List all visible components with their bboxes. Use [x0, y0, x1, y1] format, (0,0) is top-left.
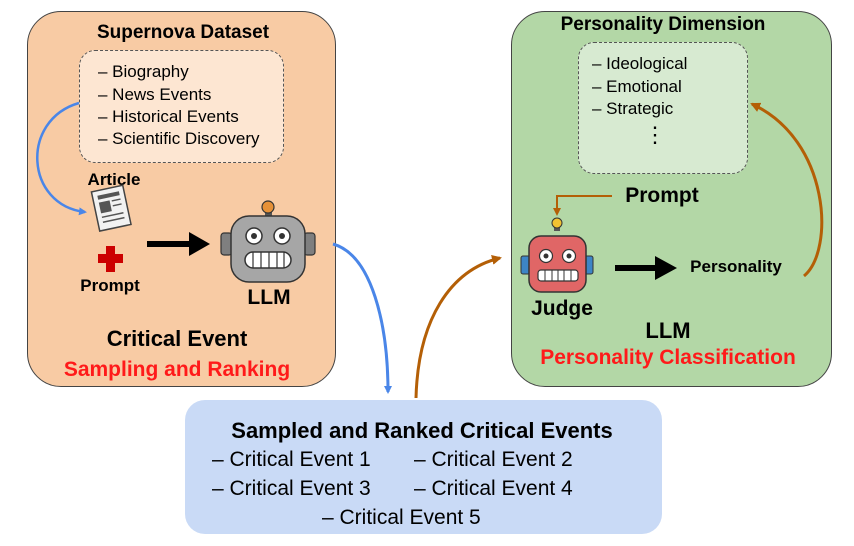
personality-to-dimension-arrow — [750, 102, 824, 278]
prompt-to-judge-arrow — [553, 195, 612, 216]
judge-to-personality-arrow — [615, 256, 677, 280]
critical-event-item: – Critical Event 3 — [212, 477, 371, 500]
source-to-article-arrow — [36, 101, 87, 216]
dataset-title: Supernova Dataset — [96, 22, 270, 43]
source-item: – Historical Events — [98, 107, 239, 126]
source-item: – Scientific Discovery — [98, 129, 260, 148]
critical-event-item: – Critical Event 2 — [414, 448, 573, 471]
events-to-judge-arrow — [414, 255, 502, 399]
source-item: – News Events — [98, 85, 212, 104]
judge-label: Judge — [531, 297, 593, 320]
dimension-ellipsis: ⋮ — [644, 122, 666, 147]
article-label: Article — [87, 170, 141, 189]
newspaper-icon — [90, 184, 132, 232]
judge-robot-icon — [520, 217, 594, 293]
sampling-to-events-arrow — [332, 242, 392, 394]
dimension-item: – Ideological — [592, 54, 688, 73]
events-title: Sampled and Ranked Critical Events — [231, 418, 613, 443]
prompt-to-llm-arrow — [147, 232, 210, 256]
dimension-item: – Strategic — [592, 99, 674, 118]
critical-event-item: – Critical Event 1 — [212, 448, 371, 471]
right-prompt-label: Prompt — [625, 184, 699, 207]
critical-event-item: – Critical Event 4 — [414, 477, 573, 500]
classification-caption-line1: LLM — [645, 318, 691, 343]
source-item: – Biography — [98, 62, 189, 81]
robot-icon — [220, 200, 316, 283]
llm-label: LLM — [247, 286, 291, 309]
left-prompt-label: Prompt — [80, 276, 140, 295]
dimension-item: – Emotional — [592, 77, 682, 96]
dimension-title: Personality Dimension — [560, 14, 766, 35]
dimension-list-box — [578, 42, 748, 174]
plus-icon — [98, 246, 123, 272]
sampling-caption-line1: Critical Event — [106, 326, 248, 351]
critical-event-item: – Critical Event 5 — [322, 506, 481, 529]
personality-output-label: Personality — [690, 257, 782, 276]
critical-events-panel — [185, 400, 662, 534]
classification-caption-line2: Personality Classification — [540, 346, 796, 369]
sampling-caption-line2: Sampling and Ranking — [63, 358, 291, 381]
source-list-box — [79, 50, 284, 163]
